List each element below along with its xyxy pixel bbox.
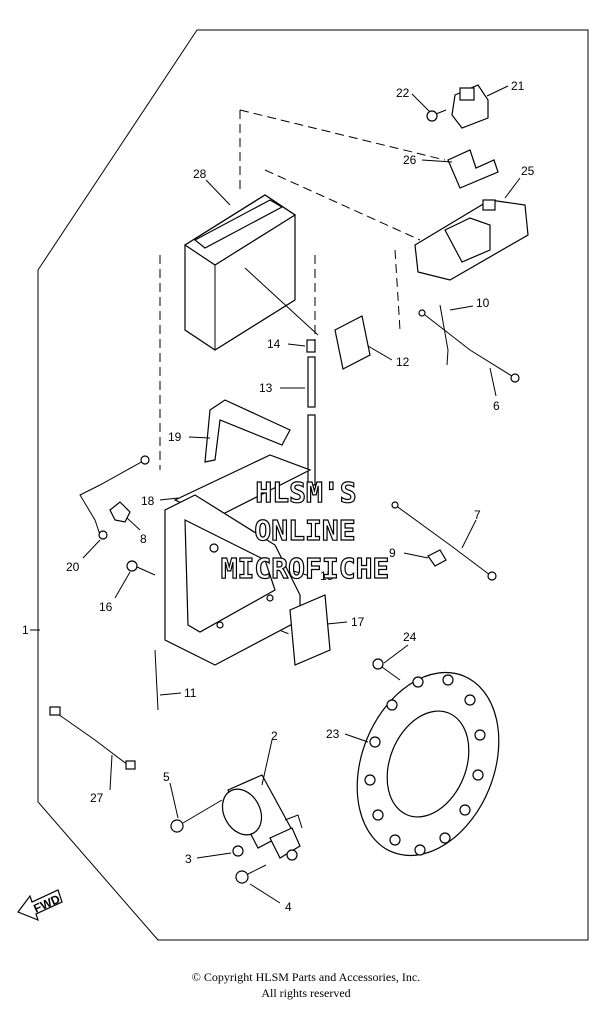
part-number-23: 23: [326, 727, 340, 741]
part-number-6: 6: [493, 399, 500, 413]
part-number-18: 18: [141, 494, 155, 508]
part-number-13: 13: [259, 381, 273, 395]
part-number-5: 5: [163, 770, 170, 784]
part-number-22: 22: [396, 86, 410, 100]
battery-band: [306, 339, 316, 486]
fwd-label: FWD: [31, 892, 62, 916]
relay-bolt: [426, 109, 447, 122]
part-number-2: 2: [271, 729, 278, 743]
part-number-27: 27: [90, 791, 104, 805]
part-number-21: 21: [511, 79, 525, 93]
part-number-20: 20: [66, 560, 80, 574]
starter-relay: [451, 84, 489, 129]
fwd-arrow-icon: [17, 889, 63, 922]
dash-cover: [264, 169, 421, 241]
part-number-16: 16: [99, 600, 113, 614]
battery: [183, 194, 319, 351]
part-number-24: 24: [403, 630, 417, 644]
part-number-3: 3: [185, 852, 192, 866]
part-number-17: 17: [351, 615, 365, 629]
part-number-26: 26: [403, 153, 417, 167]
battery-strap: [204, 399, 291, 463]
battery-box: [164, 494, 301, 666]
positive-lead: [391, 501, 497, 581]
part-number-14: 14: [267, 337, 281, 351]
disc-bolt: [372, 658, 401, 681]
nut-3: [232, 845, 244, 857]
starter-motor: [221, 774, 303, 861]
assembly-frame: [37, 29, 589, 941]
motor-bolt-4: [235, 864, 267, 884]
relay-bracket: [447, 149, 499, 189]
part-number-9: 9: [389, 546, 396, 560]
dash-right: [394, 249, 401, 331]
rod: [154, 649, 159, 711]
leader-lines: [82, 85, 521, 904]
watermark-line-3: MICROFICHE: [221, 552, 390, 585]
part-number-11: 11: [184, 686, 197, 700]
battery-pad: [334, 315, 371, 370]
dash-relay: [239, 109, 446, 161]
part-number-7: 7: [474, 508, 481, 522]
part-number-1: 1: [22, 623, 29, 637]
battery-cover: [414, 199, 529, 281]
part-number-15: 15: [320, 569, 334, 583]
watermark-line-2: ONLINE: [254, 514, 355, 547]
wire-clip: [109, 501, 131, 523]
negative-lead: [418, 304, 520, 383]
wire-harness: [49, 706, 136, 770]
copyright-line: © Copyright HLSM Parts and Accessories, …: [191, 970, 421, 984]
part-number-25: 25: [521, 164, 535, 178]
part-number-28: 28: [193, 167, 207, 181]
rights-line: All rights reserved: [261, 986, 351, 1000]
sensor-lead: [79, 455, 150, 540]
watermark-line-1: HLSM'S: [255, 476, 356, 509]
part-number-10: 10: [476, 296, 490, 310]
rotor-disc: [356, 671, 500, 857]
part-number-4: 4: [285, 900, 292, 914]
insulator-sheet: [289, 594, 331, 666]
part-number-8: 8: [140, 532, 147, 546]
box-bolt: [126, 560, 156, 576]
part-number-19: 19: [168, 430, 182, 444]
motor-bolt-5: [170, 799, 223, 833]
part-number-12: 12: [396, 355, 410, 369]
